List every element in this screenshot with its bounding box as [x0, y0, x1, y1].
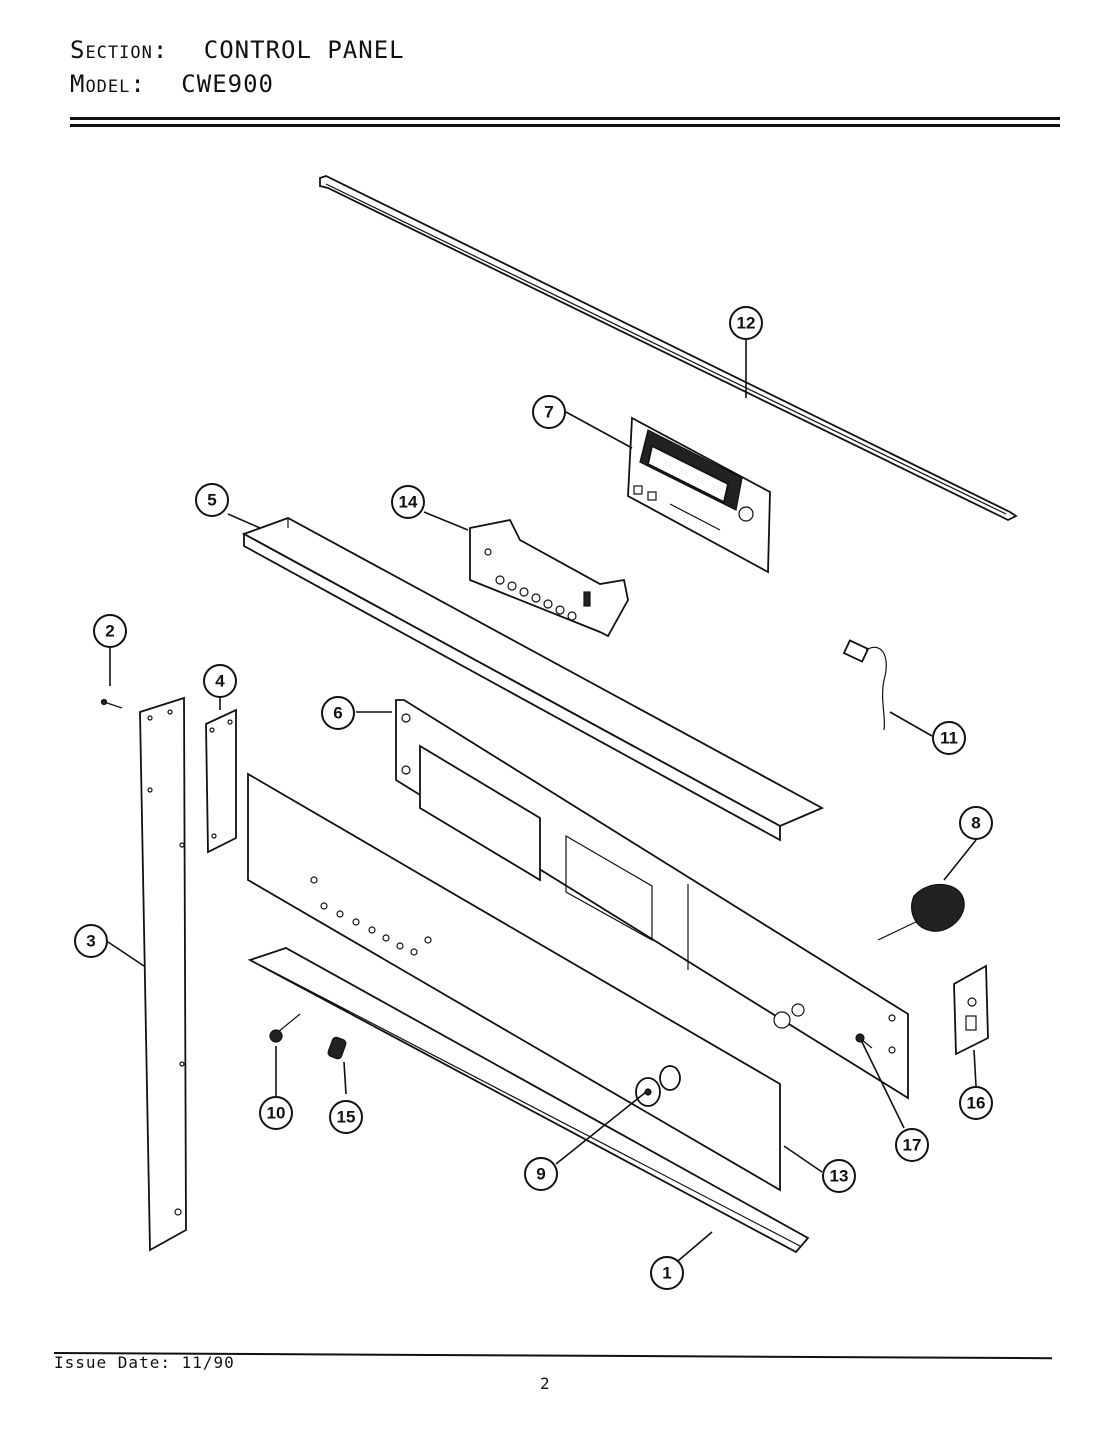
callout-16: 16 [959, 1086, 993, 1120]
callout-9-label: 9 [536, 1165, 545, 1184]
model-value: CWE900 [181, 70, 274, 98]
callout-1-label: 1 [662, 1264, 671, 1283]
callout-13: 13 [822, 1159, 856, 1193]
callout-7: 7 [532, 395, 566, 429]
callout-8: 8 [959, 806, 993, 840]
callout-6-label: 6 [333, 704, 342, 723]
part-1-bottom-trim [247, 947, 810, 1254]
callout-11: 11 [932, 721, 966, 755]
callout-10: 10 [259, 1096, 293, 1130]
callout-11-label: 11 [940, 729, 958, 748]
part-17-screw [855, 1033, 873, 1049]
leader-lines [107, 340, 977, 1267]
model-heading: Model: CWE900 [70, 70, 274, 98]
callout-4-label: 4 [215, 672, 225, 691]
callout-2-label: 2 [105, 622, 114, 641]
part-7-display-board [627, 416, 771, 574]
callout-3-label: 3 [86, 932, 95, 951]
part-3-side-bracket [139, 696, 187, 1252]
part-12-trim-strip [319, 175, 1018, 522]
callout-4: 4 [203, 664, 237, 698]
part-2-screw [100, 698, 123, 709]
part-9-grommet [635, 1065, 681, 1107]
part-15-spring [327, 1036, 347, 1060]
section-label: Section: [70, 36, 169, 64]
part-11-wire-harness [842, 639, 887, 731]
callout-12-label: 12 [737, 314, 756, 333]
callout-5-label: 5 [207, 491, 216, 510]
callout-9: 9 [524, 1157, 558, 1191]
callout-10-label: 10 [267, 1104, 286, 1123]
part-5-channel [241, 517, 825, 842]
section-value: CONTROL PANEL [203, 36, 405, 64]
part-10-screw [269, 1013, 301, 1043]
callout-12: 12 [729, 306, 763, 340]
callout-5: 5 [195, 483, 229, 517]
page-number: 2 [540, 1374, 551, 1393]
callout-16-label: 16 [967, 1094, 986, 1113]
header-rule-top [70, 117, 1060, 120]
callout-15: 15 [329, 1100, 363, 1134]
issue-date: Issue Date: 11/90 [54, 1353, 235, 1372]
part-16-mounting-bracket [953, 964, 989, 1056]
callout-14-label: 14 [399, 493, 418, 512]
callout-13-label: 13 [830, 1167, 849, 1186]
part-4-small-plate [205, 708, 237, 854]
callout-7-label: 7 [544, 403, 553, 422]
part-14-switch-bracket [469, 518, 629, 638]
model-label: Model: [70, 70, 146, 98]
callout-1: 1 [650, 1256, 684, 1290]
callout-3: 3 [74, 924, 108, 958]
callout-8-label: 8 [971, 814, 980, 833]
callout-15-label: 15 [337, 1108, 356, 1127]
header-rule-bottom [70, 124, 1060, 127]
callout-17-label: 17 [903, 1136, 922, 1155]
part-8-knob [877, 883, 965, 941]
callout-17: 17 [895, 1128, 929, 1162]
callout-14: 14 [391, 485, 425, 519]
callout-6: 6 [321, 696, 355, 730]
callout-2: 2 [93, 614, 127, 648]
section-heading: Section: CONTROL PANEL [70, 36, 405, 64]
